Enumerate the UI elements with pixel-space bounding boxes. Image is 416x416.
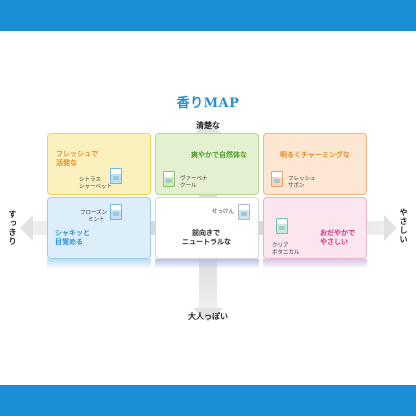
category-label: フレッシュで 活発な bbox=[56, 150, 98, 167]
product-pack-icon bbox=[110, 204, 122, 220]
category-label: シャキッと 目覚める bbox=[55, 229, 90, 246]
box-shadow bbox=[155, 259, 259, 269]
product-name: フローズン ミント bbox=[80, 210, 108, 223]
arrow-right-icon bbox=[384, 215, 397, 241]
bottom-band bbox=[0, 385, 416, 416]
product-pack-icon bbox=[271, 171, 283, 187]
axis-label-left: すっきり bbox=[8, 210, 17, 246]
product-pack-icon bbox=[238, 204, 250, 220]
product-pack-icon bbox=[110, 168, 122, 184]
quadrant-fresh-active bbox=[47, 133, 151, 195]
category-label: 爽やかで自然体な bbox=[191, 151, 247, 159]
map-title: 香りMAP bbox=[176, 96, 240, 111]
category-label: 前向きで ニュートラルな bbox=[182, 229, 231, 246]
arrow-down-icon bbox=[193, 308, 223, 322]
product-name: クリア ボタニカル bbox=[272, 243, 300, 256]
product-name: ヴァーベナ クール bbox=[180, 176, 208, 189]
box-shadow bbox=[47, 259, 151, 269]
axis-label-bottom: 大人っぽい bbox=[188, 312, 228, 321]
product-name: シトラス シャーベット bbox=[79, 177, 113, 190]
top-band bbox=[0, 0, 416, 31]
arrow-up-icon bbox=[193, 121, 223, 135]
product-pack-icon bbox=[276, 218, 288, 234]
box-shadow bbox=[263, 259, 367, 269]
axis-label-top: 清楚な bbox=[196, 121, 220, 130]
arrow-left-icon bbox=[20, 215, 33, 241]
product-pack-icon bbox=[163, 171, 175, 187]
category-label: 明るくチャーミングな bbox=[280, 151, 350, 159]
quadrant-crisp-awakening bbox=[47, 197, 151, 259]
product-name: せっけん bbox=[212, 209, 235, 215]
axis-label-right: やさしい bbox=[399, 208, 408, 244]
product-name: フレッシュ サボン bbox=[288, 176, 316, 189]
category-label: おだやかで やさしい bbox=[320, 229, 355, 246]
